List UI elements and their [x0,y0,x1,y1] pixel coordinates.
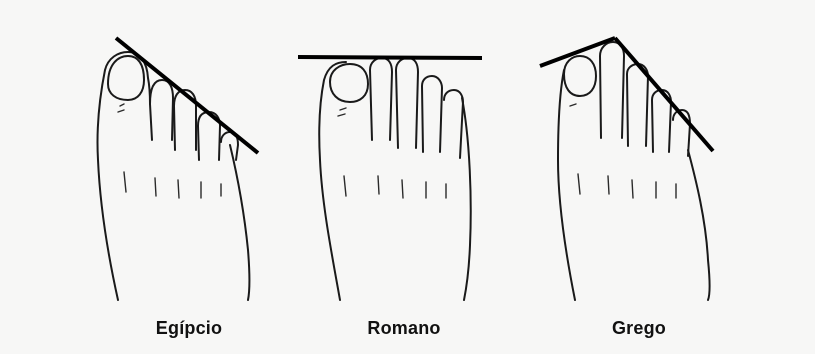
roman-label: Romano [334,318,474,339]
greek-label: Grego [569,318,709,339]
roman-toe-4 [422,76,442,152]
roman-toe-5 [444,90,463,158]
greek-alignment-line-left [540,38,615,66]
egyptian-foot [97,38,258,300]
roman-foot-outline [319,62,471,300]
egyptian-nail-marks [118,104,124,112]
roman-big-toe [330,64,368,102]
greek-nail-marks [570,104,576,106]
egyptian-alignment-line [116,38,258,153]
egyptian-creases [124,172,221,198]
roman-toe-2 [370,58,392,140]
roman-alignment-line [298,57,482,58]
greek-foot-outline [558,70,710,300]
greek-alignment-line-right [615,38,713,151]
greek-big-toe [564,56,596,96]
greek-foot [540,38,713,300]
egyptian-label: Egípcio [119,318,259,339]
greek-toe-2 [600,42,624,138]
greek-creases [578,174,676,198]
greek-toe-3 [627,64,648,146]
roman-toe-3 [396,58,418,148]
roman-foot [298,57,482,300]
roman-nail-marks [338,108,346,116]
roman-creases [344,176,446,198]
egyptian-foot-outline [97,52,249,300]
egyptian-big-toe [108,56,144,100]
egyptian-toe-2 [150,80,173,140]
